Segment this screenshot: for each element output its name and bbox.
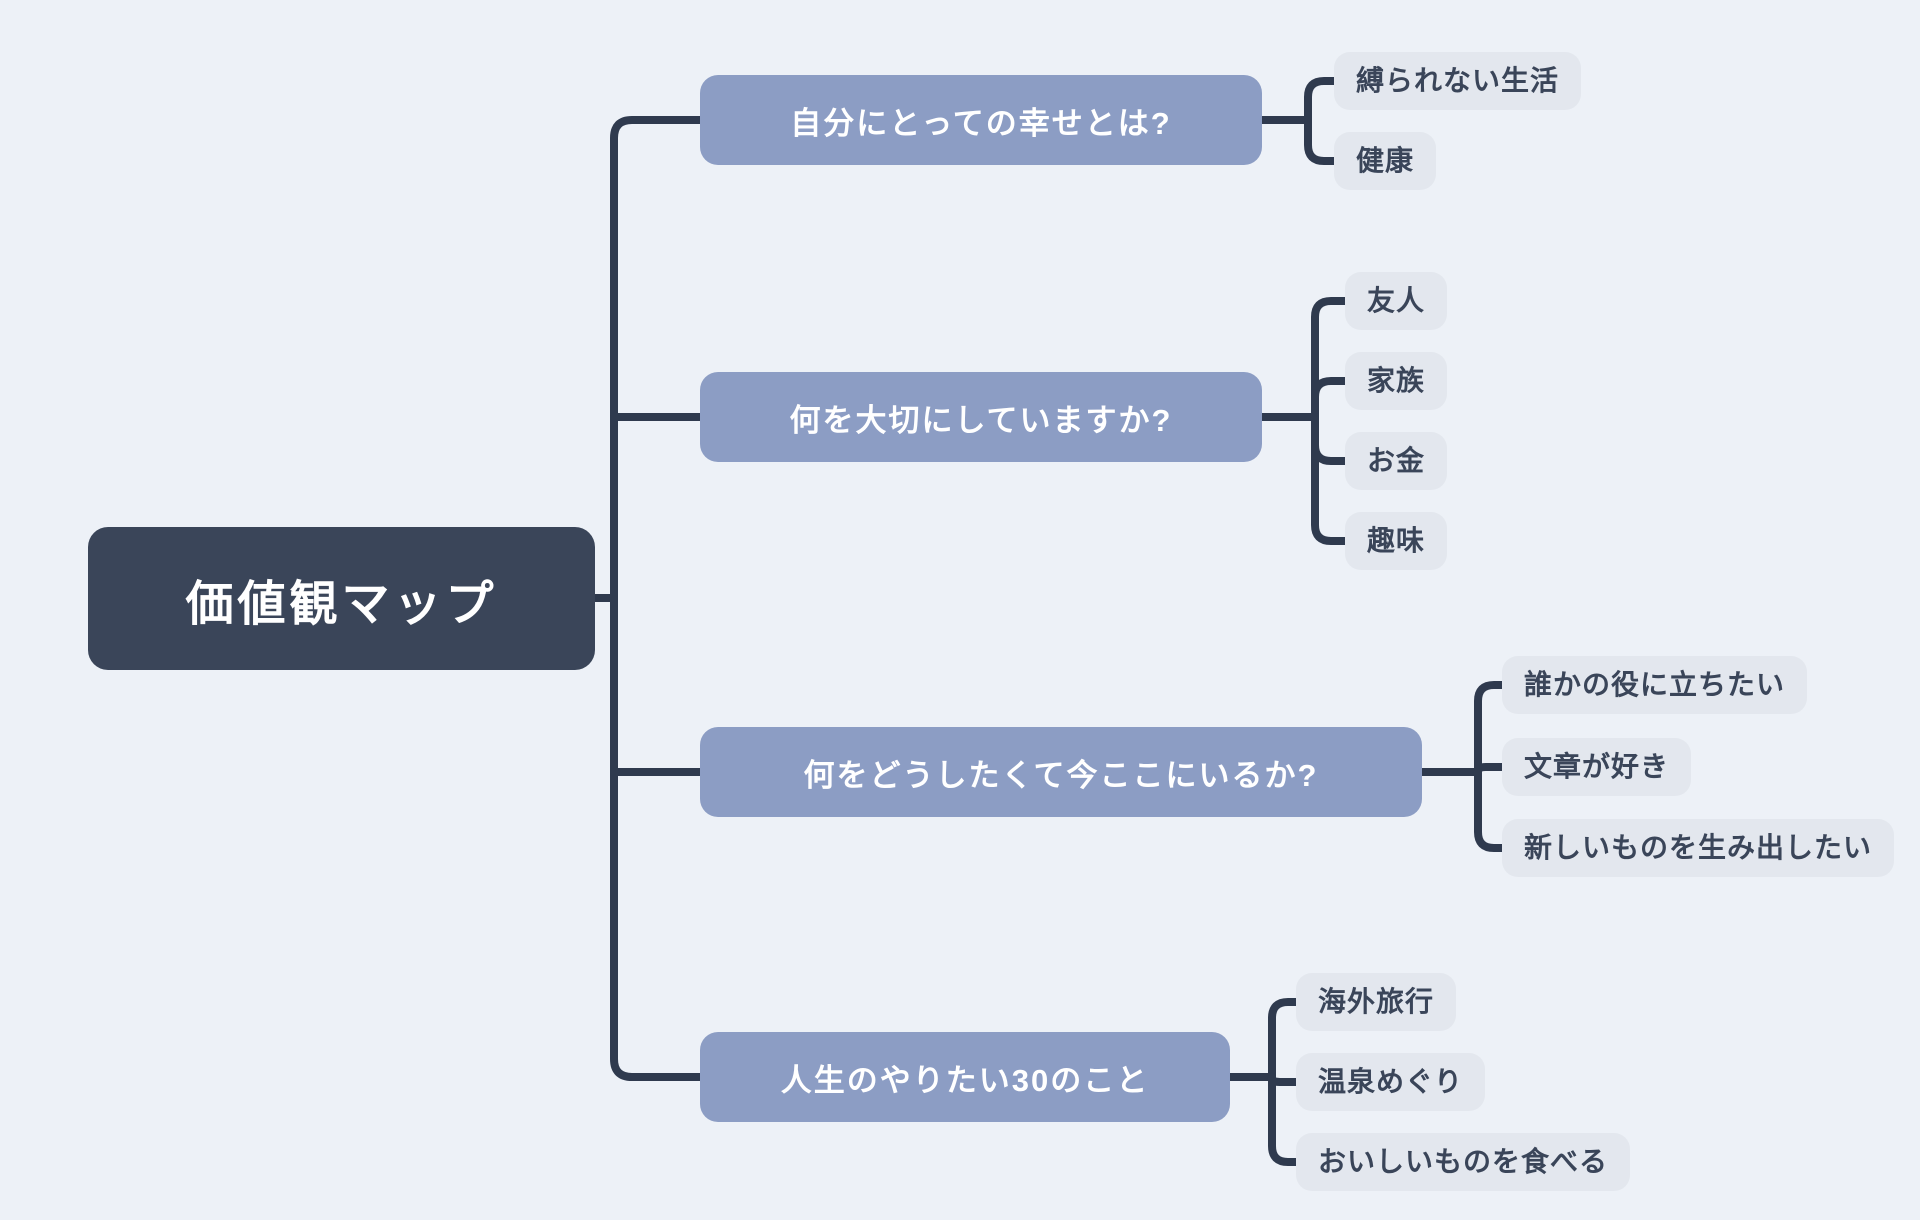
root-node[interactable]: 価値観マップ bbox=[88, 527, 595, 670]
edge-b0-leaf0 bbox=[1304, 77, 1338, 124]
leaf-node[interactable]: おいしいものを食べる bbox=[1296, 1133, 1631, 1191]
leaf-node[interactable]: 趣味 bbox=[1345, 512, 1448, 570]
leaf-node[interactable]: お金 bbox=[1345, 432, 1448, 490]
root-label: 価値観マップ bbox=[185, 577, 498, 631]
edge-main-spine bbox=[610, 116, 704, 1081]
leaf-node[interactable]: 縛られない生活 bbox=[1334, 52, 1582, 110]
edge-b0-leaf1 bbox=[1304, 116, 1338, 165]
edge-b1-leaf3 bbox=[1311, 413, 1349, 545]
leaf-node[interactable]: 家族 bbox=[1345, 352, 1448, 410]
branch-label: 何をどうしたくて今ここにいるか? bbox=[803, 757, 1319, 793]
edge-b3-leaf0 bbox=[1268, 998, 1300, 1081]
branch-node-happiness[interactable]: 自分にとっての幸せとは? bbox=[700, 75, 1262, 165]
edge-b1-leaf0 bbox=[1311, 297, 1349, 421]
branch-node-values[interactable]: 何を大切にしていますか? bbox=[700, 372, 1262, 462]
leaf-node[interactable]: 友人 bbox=[1345, 272, 1448, 330]
branch-label: 人生のやりたい30のこと bbox=[780, 1062, 1150, 1098]
branch-node-bucket-list[interactable]: 人生のやりたい30のこと bbox=[700, 1032, 1230, 1122]
edge-b2-leaf0 bbox=[1474, 681, 1506, 776]
edge-b3-leaf2 bbox=[1268, 1073, 1300, 1166]
leaf-node[interactable]: 温泉めぐり bbox=[1296, 1053, 1486, 1111]
leaf-node[interactable]: 海外旅行 bbox=[1296, 973, 1457, 1031]
edge-b1-leaf1 bbox=[1311, 377, 1349, 421]
leaf-node[interactable]: 新しいものを生み出したい bbox=[1502, 819, 1895, 877]
edge-b2-leaf2 bbox=[1474, 768, 1506, 852]
edge-b1-leaf2 bbox=[1311, 413, 1349, 465]
leaf-node[interactable]: 文章が好き bbox=[1502, 738, 1692, 796]
leaf-node[interactable]: 誰かの役に立ちたい bbox=[1502, 656, 1808, 714]
leaf-node[interactable]: 健康 bbox=[1334, 132, 1437, 190]
branch-label: 自分にとっての幸せとは? bbox=[790, 105, 1172, 141]
branch-node-purpose[interactable]: 何をどうしたくて今ここにいるか? bbox=[700, 727, 1422, 817]
branch-label: 何を大切にしていますか? bbox=[789, 402, 1173, 438]
